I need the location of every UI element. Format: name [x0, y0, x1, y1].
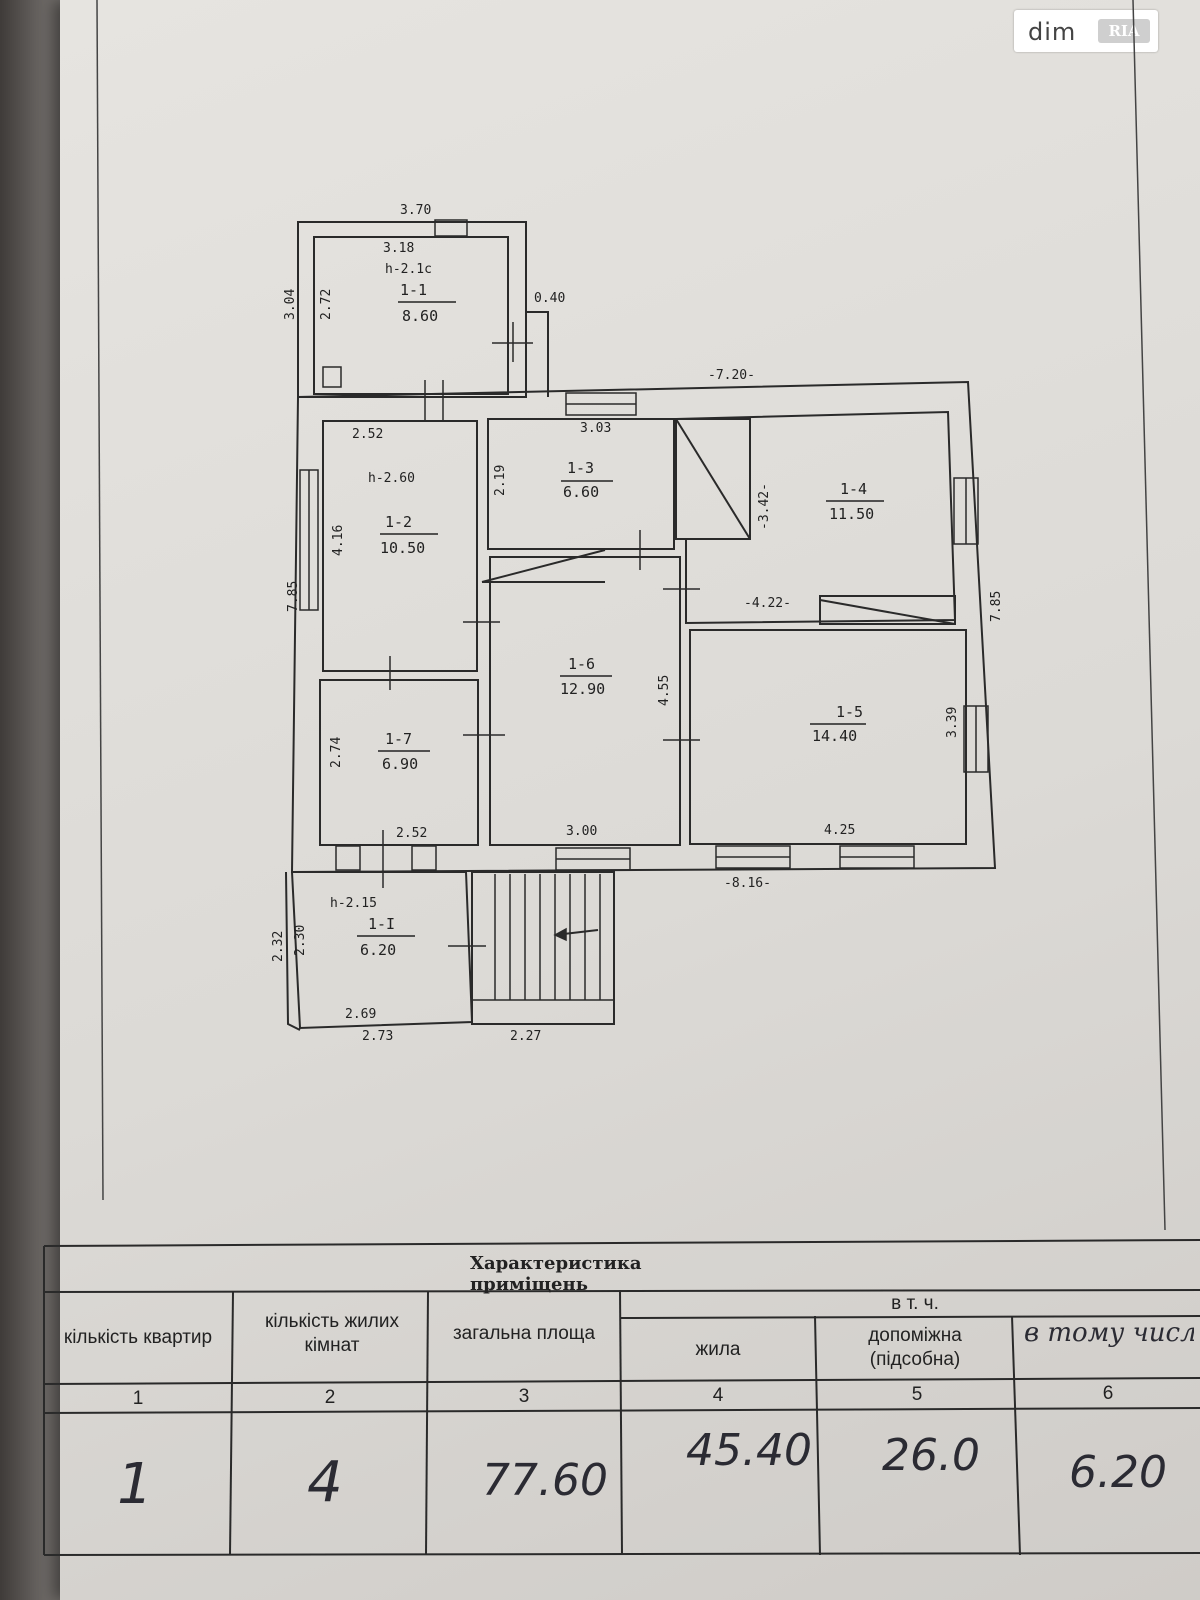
room-area: 8.60	[402, 307, 438, 325]
document-sheet	[60, 0, 1200, 1600]
dimension-label: 2.19	[493, 465, 508, 496]
room-height: h-2.1c	[385, 262, 432, 277]
room-area: 6.90	[382, 755, 418, 773]
dimension-label: 2.27	[510, 1029, 541, 1044]
room-1-2	[322, 420, 478, 672]
room-characteristics-table	[43, 1239, 1200, 1556]
room-1-4	[675, 410, 957, 625]
value-including: 6.20	[1069, 1447, 1167, 1498]
value-living-area: 45.40	[686, 1425, 812, 1476]
dimension-label: 2.30	[293, 925, 308, 956]
header-living-rooms: кількість жилих кімнат	[265, 1311, 399, 1356]
room-id: 1-7	[385, 730, 412, 748]
column-number: 4	[712, 1385, 724, 1406]
room-height: h-2.15	[330, 896, 377, 911]
dimension-label: -4.22-	[744, 596, 791, 611]
room-id: 1-4	[840, 480, 867, 498]
room-height: h-2.60	[368, 471, 415, 486]
dimension-label: 3.00	[566, 824, 597, 839]
table-title: Характеристика приміщень	[470, 1253, 642, 1295]
dimension-label: 2.69	[345, 1007, 376, 1022]
dimension-label: 3.39	[945, 707, 960, 738]
dimension-label: -3.42-	[757, 483, 772, 530]
wall-outline-1-1	[297, 221, 527, 398]
dimension-label: 3.04	[283, 289, 298, 320]
dimension-label: 2.32	[271, 931, 286, 962]
column-number: 6	[1102, 1383, 1114, 1404]
room-id: 1-2	[385, 513, 412, 531]
dimension-label: -8.16-	[724, 876, 771, 891]
logo-text: dim	[1028, 18, 1077, 46]
room-1-6	[489, 556, 681, 846]
dimension-label: 7.85	[286, 581, 301, 612]
room-id: 1-5	[836, 703, 863, 721]
column-number: 3	[518, 1386, 530, 1407]
room-1-5	[689, 629, 967, 845]
room-area: 6.20	[360, 941, 396, 959]
dimension-label: -7.20-	[708, 368, 755, 383]
header-living-area: жила	[695, 1339, 741, 1360]
room-id: 1-3	[567, 459, 594, 477]
value-apartments: 1	[117, 1452, 153, 1517]
dimension-label: 2.52	[396, 826, 427, 841]
room-1-7	[319, 679, 479, 846]
dimension-label: 4.16	[331, 525, 346, 556]
room-area: 6.60	[563, 483, 599, 501]
porch-stairs	[471, 871, 615, 1025]
room-area: 11.50	[829, 505, 874, 523]
dimension-label: 3.03	[580, 421, 611, 436]
dimension-label: 7.85	[989, 591, 1004, 622]
header-apartments: кількість квартир	[63, 1327, 213, 1348]
room-id: 1-6	[568, 655, 595, 673]
room-id: 1-1	[400, 281, 427, 299]
dimension-label: 3.18	[383, 241, 414, 256]
column-number: 5	[911, 1384, 923, 1405]
dimension-label: 0.40	[534, 291, 565, 306]
column-number: 1	[132, 1388, 144, 1409]
house-outer-wall	[290, 380, 997, 874]
dimension-label: 2.72	[319, 289, 334, 320]
dimension-label: 2.74	[329, 737, 344, 768]
value-auxiliary-area: 26.0	[882, 1430, 980, 1481]
room-id: 1-I	[368, 915, 395, 933]
dimension-label: 4.55	[657, 675, 672, 706]
room-area: 12.90	[560, 680, 605, 698]
room-area: 10.50	[380, 539, 425, 557]
value-total-area: 77.60	[482, 1455, 608, 1506]
value-living-rooms: 4	[307, 1450, 343, 1515]
room-area: 14.40	[812, 727, 857, 745]
dimension-label: 4.25	[824, 823, 855, 838]
room-1-3	[487, 418, 675, 550]
header-auxiliary-area: допоміжна (підсобна)	[868, 1325, 962, 1370]
header-including: в тому числі	[1024, 1318, 1194, 1348]
dimension-label: 2.52	[352, 427, 383, 442]
logo-badge: RIA	[1098, 19, 1150, 43]
dimension-label: 2.73	[362, 1029, 393, 1044]
header-total-area: загальна площа	[452, 1323, 596, 1344]
dimension-label: 3.70	[400, 203, 431, 218]
column-number: 2	[324, 1387, 336, 1408]
group-header: в т. ч.	[891, 1293, 939, 1314]
